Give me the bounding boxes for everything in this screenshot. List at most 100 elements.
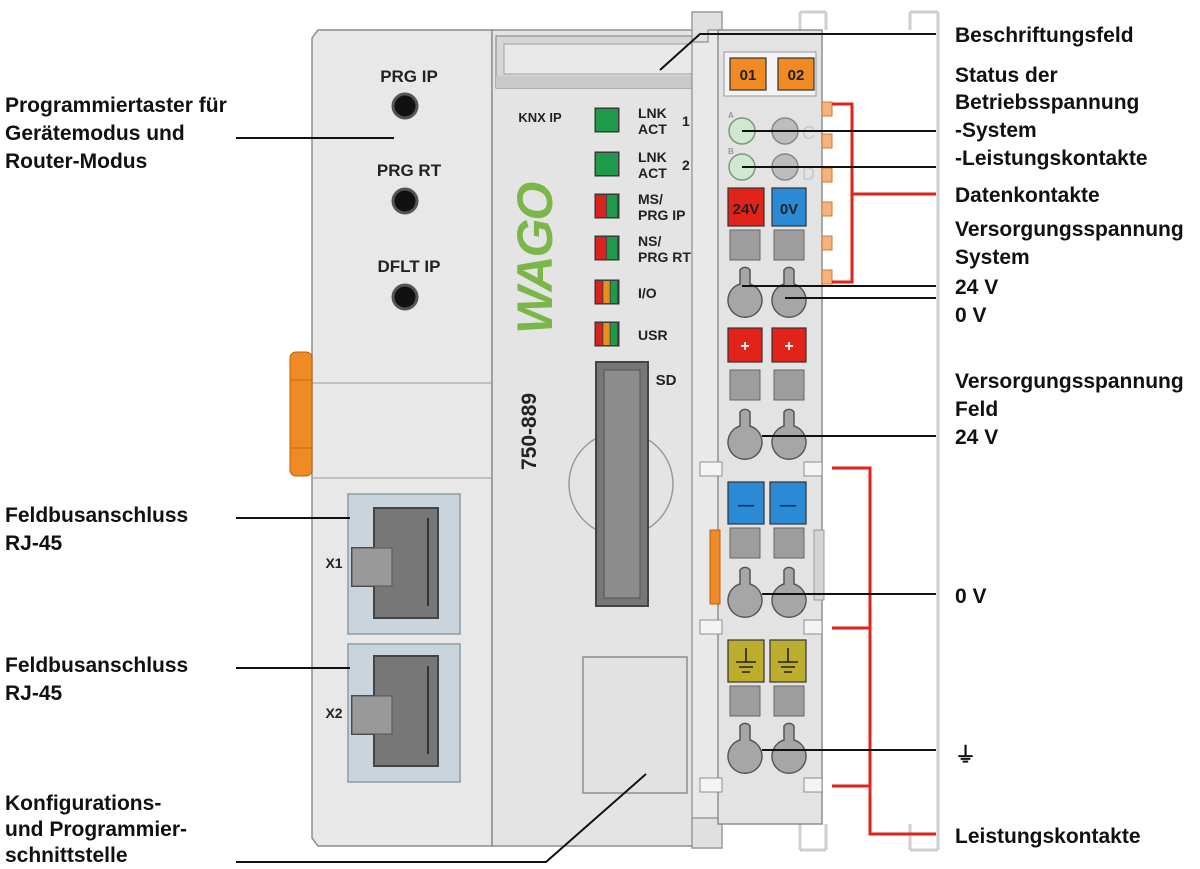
release-latch	[289, 351, 313, 477]
led-6: USR	[594, 321, 668, 347]
tag-minus-2: —	[769, 481, 807, 525]
tag-minus-1: —	[727, 481, 765, 525]
label-label-field: Beschriftungsfeld	[955, 24, 1134, 47]
label-status: Status der Betriebsspannung -System -Lei…	[955, 64, 1148, 170]
led-label-3-line-2: PRG IP	[638, 207, 685, 223]
wire-entry[interactable]	[727, 722, 763, 774]
svg-text:0 V: 0 V	[955, 304, 987, 327]
wire-entry[interactable]	[771, 266, 807, 318]
status-tag-02: 02	[777, 57, 815, 91]
svg-text:Versorgungsspannung: Versorgungsspannung	[955, 218, 1184, 241]
actuator-slot[interactable]	[773, 685, 805, 717]
label-power-contacts: Leistungskontakte	[955, 825, 1141, 848]
led-5: I/O	[594, 279, 657, 305]
led-label-2-line-1: LNK	[638, 149, 667, 165]
svg-text:und Programmier-: und Programmier-	[5, 818, 187, 841]
actuator-slot[interactable]	[729, 229, 761, 261]
config-interface-cover[interactable]	[582, 656, 688, 794]
label-supply-system: Versorgungsspannung System 24 V 0 V	[955, 218, 1184, 327]
svg-text:schnittstelle: schnittstelle	[5, 844, 128, 867]
label-zero-v: 0 V	[955, 585, 987, 608]
wire-entry[interactable]	[727, 266, 763, 318]
svg-text:C: C	[802, 123, 815, 143]
led-label-1-line-2: ACT	[638, 121, 667, 137]
label-fieldbus-x2: Feldbusanschluss RJ-45	[5, 654, 188, 705]
svg-text:24 V: 24 V	[955, 276, 998, 299]
led-label-6-line-1: USR	[638, 327, 668, 343]
model-number: 750-889	[518, 393, 541, 470]
rj45-port-x1[interactable]: X1	[325, 493, 461, 635]
svg-text:RJ-45: RJ-45	[5, 682, 63, 705]
led-label-3-line-1: MS/	[638, 191, 663, 207]
grey-contact-strip	[813, 529, 825, 601]
actuator-slot[interactable]	[773, 369, 805, 401]
led-label-4-line-2: PRG RT	[638, 249, 691, 265]
actuator-slot[interactable]	[773, 229, 805, 261]
button-group: PRG IP PRG RT DFLT IP	[377, 67, 442, 311]
leader-lines	[236, 33, 936, 863]
svg-text:A: A	[728, 111, 734, 120]
svg-text:Konfigurations-: Konfigurations-	[5, 792, 161, 815]
label-config-interface: Konfigurations- und Programmier- schnitt…	[5, 792, 187, 867]
svg-text:Status der: Status der	[955, 64, 1058, 87]
led-label-1-line-1: LNK	[638, 105, 667, 121]
status-tag-01: 01	[729, 57, 767, 91]
port-label-x1: X1	[325, 555, 342, 571]
tag-plus-1: +	[727, 327, 763, 363]
label-fieldbus-x1: Feldbusanschluss RJ-45	[5, 504, 188, 555]
svg-text:Feldbusanschluss: Feldbusanschluss	[5, 504, 188, 527]
red-brackets	[832, 102, 936, 836]
led-label-5-line-1: I/O	[638, 285, 657, 301]
svg-text:01: 01	[740, 67, 757, 84]
svg-text:—: —	[780, 497, 796, 514]
svg-text:0V: 0V	[780, 201, 798, 218]
label-ground: ⏚	[955, 744, 976, 767]
led-label-2-line-2: ACT	[638, 165, 667, 181]
svg-text:Betriebsspannung: Betriebsspannung	[955, 91, 1139, 114]
led-port-number-1: 1	[682, 113, 690, 129]
svg-text:Programmiertaster für: Programmiertaster für	[5, 94, 227, 117]
svg-text:-System: -System	[955, 119, 1037, 142]
led-label-4-line-1: NS/	[638, 233, 661, 249]
svg-text:Versorgungsspannung: Versorgungsspannung	[955, 370, 1184, 393]
rj45-port-x2[interactable]: X2	[325, 643, 461, 783]
svg-text:02: 02	[788, 67, 805, 84]
wire-entry[interactable]	[727, 408, 763, 460]
svg-text:24 V: 24 V	[955, 426, 998, 449]
svg-text:D: D	[802, 164, 815, 184]
tag-24v: 24V	[727, 187, 765, 227]
svg-text:24V: 24V	[733, 201, 760, 218]
led-port-number-2: 2	[682, 157, 690, 173]
left-housing	[289, 29, 493, 847]
protocol-label: KNX IP	[518, 110, 562, 125]
button-label-dflt-ip: DFLT IP	[378, 257, 441, 276]
wire-entry[interactable]	[727, 566, 763, 618]
svg-text:Router-Modus: Router-Modus	[5, 150, 147, 173]
prg-ip-button[interactable]	[391, 92, 419, 120]
svg-text:B: B	[728, 147, 734, 156]
actuator-slot[interactable]	[729, 369, 761, 401]
svg-text:+: +	[784, 338, 793, 355]
sd-card-slot[interactable]	[568, 361, 674, 607]
actuator-slot[interactable]	[773, 527, 805, 559]
label-prog-button: Programmiertaster für Gerätemodus und Ro…	[5, 94, 227, 173]
ground-tag-2	[769, 639, 807, 683]
led-4: NS/PRG RT	[594, 233, 691, 265]
led-3: MS/PRG IP	[594, 191, 685, 223]
button-label-prg-ip: PRG IP	[380, 67, 438, 86]
svg-text:System: System	[955, 246, 1030, 269]
label-supply-field: Versorgungsspannung Feld 24 V	[955, 370, 1184, 449]
tag-0v: 0V	[771, 187, 807, 227]
tag-plus-2: +	[771, 327, 807, 363]
actuator-slot[interactable]	[729, 527, 761, 559]
svg-text:Feld: Feld	[955, 398, 998, 421]
button-label-prg-rt: PRG RT	[377, 161, 442, 180]
prg-rt-button[interactable]	[391, 187, 419, 215]
sd-label: SD	[656, 372, 677, 389]
svg-text:+: +	[740, 338, 749, 355]
dflt-ip-button[interactable]	[391, 283, 419, 311]
actuator-slot[interactable]	[729, 685, 761, 717]
